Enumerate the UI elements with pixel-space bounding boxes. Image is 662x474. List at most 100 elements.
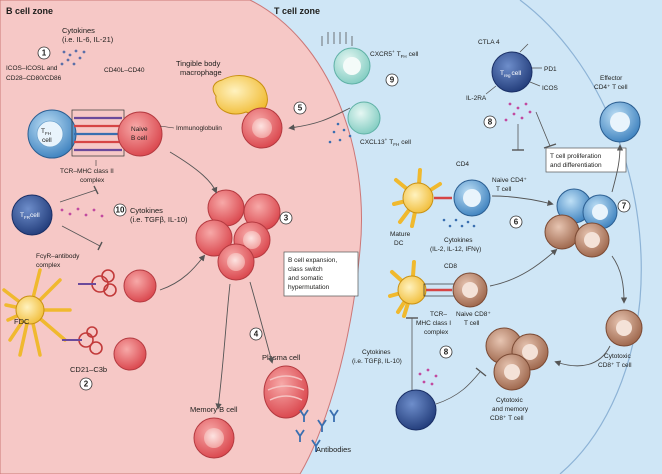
naive-b-cell-label-2: B cell xyxy=(131,135,147,142)
tcr-mhc-ii-label-1: TCR–MHC class II xyxy=(60,168,114,175)
tfr-cytokine-dots xyxy=(60,207,104,218)
immunoglobulin-pointer xyxy=(159,125,175,129)
effector-label-2: CD4⁺ T cell xyxy=(594,84,628,91)
fdc-label: FDC xyxy=(14,317,30,326)
arrow-cd4-to-prolif xyxy=(491,195,554,206)
antibody-glyphs xyxy=(295,409,339,452)
dc-cytokine-dots xyxy=(442,218,476,228)
tfr-cytokines-examples: (i.e. TGFβ, IL-10) xyxy=(130,215,188,224)
naive-cd8-nucleus xyxy=(462,282,478,298)
naive-cd8-label-1: Naive CD8⁺ xyxy=(456,311,491,318)
cytomem-label-3: CD8⁺ T cell xyxy=(490,415,524,422)
cxcl13-tfh-cell xyxy=(347,101,381,135)
tfh-cell-label-2: cell xyxy=(42,137,52,144)
step-marker-5 xyxy=(293,101,307,115)
fcyr-label-2: complex xyxy=(36,262,61,269)
plasma-cell-label: Plasma cell xyxy=(262,353,301,362)
arrow-to-memory-cd8 xyxy=(554,345,611,367)
tcr-mhc-ii-label-2: complex xyxy=(80,177,105,184)
proliferation-box xyxy=(545,147,627,173)
tingible-label-2: macrophage xyxy=(180,68,222,77)
tfr-bottom-dots xyxy=(418,368,438,386)
expansion-text-2: class switch xyxy=(288,266,323,273)
cd4-label: CD4 xyxy=(456,161,469,168)
immunoglobulin-label: Immunoglobulin xyxy=(176,125,222,132)
mature-dc-2 xyxy=(388,260,427,318)
b-cell-zone-title: B cell zone xyxy=(6,6,53,16)
b-cell-macrophage-nucleus xyxy=(252,118,272,138)
cytotoxic-label-1: Cytotoxic xyxy=(604,353,631,360)
antibodies-label: Antibodies xyxy=(316,445,351,454)
step-number-4: 4 xyxy=(254,330,259,339)
cytotoxic-cd8-nucleus xyxy=(616,320,632,336)
step-number-9: 9 xyxy=(390,76,395,85)
step-number-1: 1 xyxy=(42,49,47,58)
step-number-8b: 8 xyxy=(444,348,449,357)
tfr-cell-label: TFRcell xyxy=(20,212,40,220)
proliferation-text-2: and differentiation xyxy=(550,162,602,169)
tfr-inhibit-line-1 xyxy=(59,189,97,203)
expansion-box xyxy=(283,251,359,297)
tcr-mhc-i-label-2: MHC class I xyxy=(416,320,451,327)
naive-b-cell xyxy=(117,111,163,157)
step-marker-2 xyxy=(79,377,93,391)
cd21-c3b-label: CD21–C3b xyxy=(70,365,107,374)
treg-cytokine-dots xyxy=(504,102,532,122)
mature-dc-1 xyxy=(392,168,442,228)
expansion-text-4: hypermutation xyxy=(288,284,330,291)
tfr-inhibit-right xyxy=(435,371,481,405)
naive-cd8-label-2: T cell xyxy=(464,320,480,327)
naive-cd4-label-2: T cell xyxy=(496,186,512,193)
step-number-3: 3 xyxy=(284,214,289,223)
cytotoxic-label-2: CD8⁺ T cell xyxy=(598,362,632,369)
treg-inhibit-bar-2 xyxy=(543,143,557,149)
step-marker-6 xyxy=(509,215,523,229)
step-marker-1 xyxy=(37,46,51,60)
proliferation-text-1: T cell proliferation xyxy=(550,153,602,160)
tcr-mhc-i-label-3: complex xyxy=(424,329,449,336)
cxcr5-receptors xyxy=(321,32,353,46)
cxcr5-tfh-nucleus xyxy=(343,57,361,75)
step-number-2: 2 xyxy=(84,380,89,389)
tfr-inhibit-right-bar xyxy=(475,367,487,377)
step-marker-7 xyxy=(617,199,631,213)
step-marker-4 xyxy=(249,327,263,341)
cytomem-label-2: and memory xyxy=(492,406,529,413)
naive-b-cell-label-1: Naive xyxy=(131,126,148,133)
cytokines-8-label-2: (i.e. TGFβ, IL-10) xyxy=(352,358,402,365)
step-marker-8a xyxy=(483,115,497,129)
tfr-bottom-cell xyxy=(395,389,437,431)
arrow-to-cytotoxic xyxy=(611,255,628,304)
cd28-cd80-label: CD28–CD80/CD86 xyxy=(6,75,62,82)
ctla4-label: CTLA 4 xyxy=(478,39,500,46)
cd8-label: CD8 xyxy=(444,263,457,270)
cd21-c3b-complex xyxy=(62,326,103,355)
effector-cd4-nucleus xyxy=(610,112,630,132)
tingible-label-1: Tingible body xyxy=(176,59,221,68)
synapse-receptors xyxy=(74,116,122,152)
cytokine-dots xyxy=(60,49,86,66)
t-cell-zone-title: T cell zone xyxy=(274,6,320,16)
plasma-er xyxy=(267,375,305,401)
tingible-macrophage xyxy=(212,75,268,115)
arrow-fdc-to-gc xyxy=(159,254,206,291)
arrow-to-memory xyxy=(215,283,231,410)
tcr-mhc-i-label-1: TCR– xyxy=(430,311,447,318)
fdc-cell xyxy=(2,268,72,357)
tfh-cell-label: TFH xyxy=(41,128,51,136)
naive-cd4-nucleus xyxy=(463,189,481,207)
icos-label: ICOS xyxy=(542,85,559,92)
mature-dc-label-2: DC xyxy=(394,240,404,247)
treg-inhibit-line-2 xyxy=(535,111,551,147)
tfr-cytokines-label: Cytokines xyxy=(130,206,163,215)
fcyr-antibody-complex xyxy=(78,269,117,297)
tfh-nucleus xyxy=(36,120,64,148)
germinal-center-cluster xyxy=(195,189,281,281)
memory-b-nucleus xyxy=(204,428,224,448)
cxcl13-dots xyxy=(328,122,352,144)
proliferating-t-cells xyxy=(544,188,618,258)
memory-b-cell-label: Memory B cell xyxy=(190,405,238,414)
